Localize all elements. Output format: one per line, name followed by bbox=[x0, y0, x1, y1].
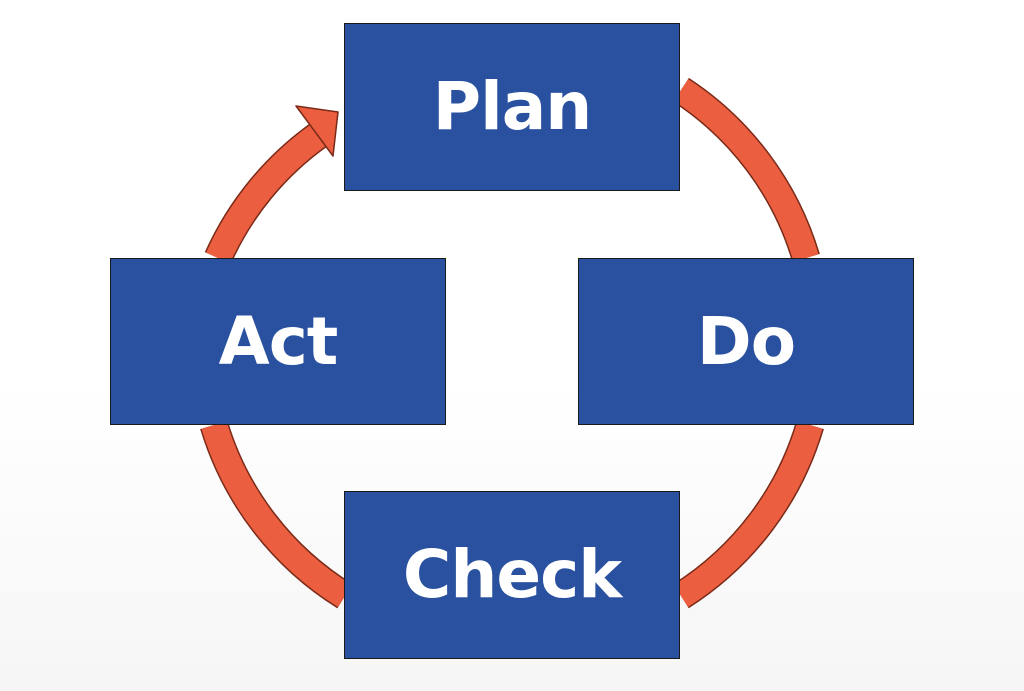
act-label: Act bbox=[218, 302, 339, 380]
plan-label: Plan bbox=[432, 68, 593, 145]
check-box: Check bbox=[344, 491, 680, 659]
do-box: Do bbox=[578, 258, 914, 425]
arrowhead-icon bbox=[295, 105, 339, 157]
act-box: Act bbox=[110, 258, 446, 425]
plan-box: Plan bbox=[344, 23, 680, 191]
check-label: Check bbox=[402, 536, 622, 613]
do-label: Do bbox=[696, 302, 796, 380]
